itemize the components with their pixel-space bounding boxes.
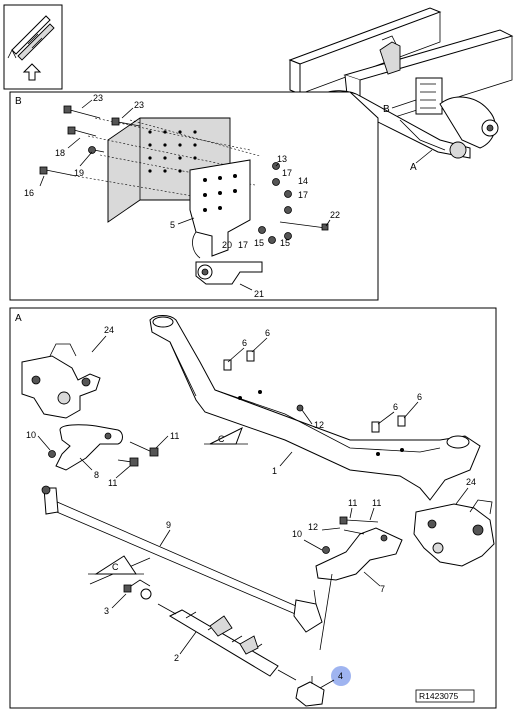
steering-cylinder [123,579,297,681]
view-c-lower-label: C [112,562,119,572]
steering-arm-right [315,516,403,651]
overview-label-b: B [383,104,390,115]
callout-22: 22 [330,210,340,220]
callout-18: 18 [55,148,65,158]
callout-5: 5 [170,220,175,230]
overview-label-a: A [410,162,417,173]
steering-arm-left [48,424,159,471]
detail-a-label: A [15,313,22,324]
callouts-detail-a: 24 6 6 6 6 12 10 11 11 8 1 24 9 [26,325,476,689]
view-c-upper-label: C [218,434,225,444]
callout-6b: 6 [265,328,270,338]
callout-10b: 10 [292,529,302,539]
callout-17a: 17 [282,168,292,178]
callout-11a: 11 [170,431,179,441]
orientation-icon [3,4,63,90]
callout-14: 14 [298,176,308,186]
callout-12a: 12 [314,420,324,430]
callout-17c: 17 [238,240,248,250]
callout-15a: 15 [254,238,264,248]
callout-16: 16 [24,188,34,198]
callout-24b: 24 [466,477,476,487]
ball-joint [295,666,351,707]
callout-4-highlight [331,666,351,686]
reference-code-text: R1423075 [419,691,459,701]
callout-12b: 12 [308,522,318,532]
callout-11c: 11 [348,498,357,508]
detail-a-panel: A [9,307,497,709]
callout-23b: 23 [134,100,144,110]
callout-6d: 6 [393,402,398,412]
callout-8: 8 [94,470,99,480]
callout-1: 1 [272,466,277,476]
callout-13: 13 [277,154,287,164]
detail-b-panel: B [9,91,379,301]
callout-9: 9 [166,520,171,530]
axle-beam [149,315,481,501]
callout-15b: 15 [280,238,290,248]
knuckle-left [21,343,101,419]
callout-20: 20 [222,240,232,250]
callout-24a: 24 [104,325,114,335]
callout-17b: 17 [298,190,308,200]
view-marker-c-lower: C [88,555,144,575]
knuckle-right [413,499,495,567]
callout-4: 4 [338,671,343,681]
callout-7: 7 [380,584,385,594]
callout-11d: 11 [372,498,381,508]
tie-rod [41,485,323,633]
callout-2: 2 [174,653,179,663]
callout-6a: 6 [242,338,247,348]
reference-code: R1423075 [415,689,475,703]
callout-10a: 10 [26,430,36,440]
detail-b-label: B [15,96,22,107]
callout-23a: 23 [93,93,103,103]
view-marker-c-upper: C [204,426,248,445]
callouts-detail-b: 23 23 18 19 16 13 17 14 17 5 20 17 15 15… [24,93,340,299]
callout-19: 19 [74,168,84,178]
callout-3: 3 [104,606,109,616]
callout-11b: 11 [108,478,117,488]
callout-21: 21 [254,289,264,299]
callout-6c: 6 [417,392,422,402]
